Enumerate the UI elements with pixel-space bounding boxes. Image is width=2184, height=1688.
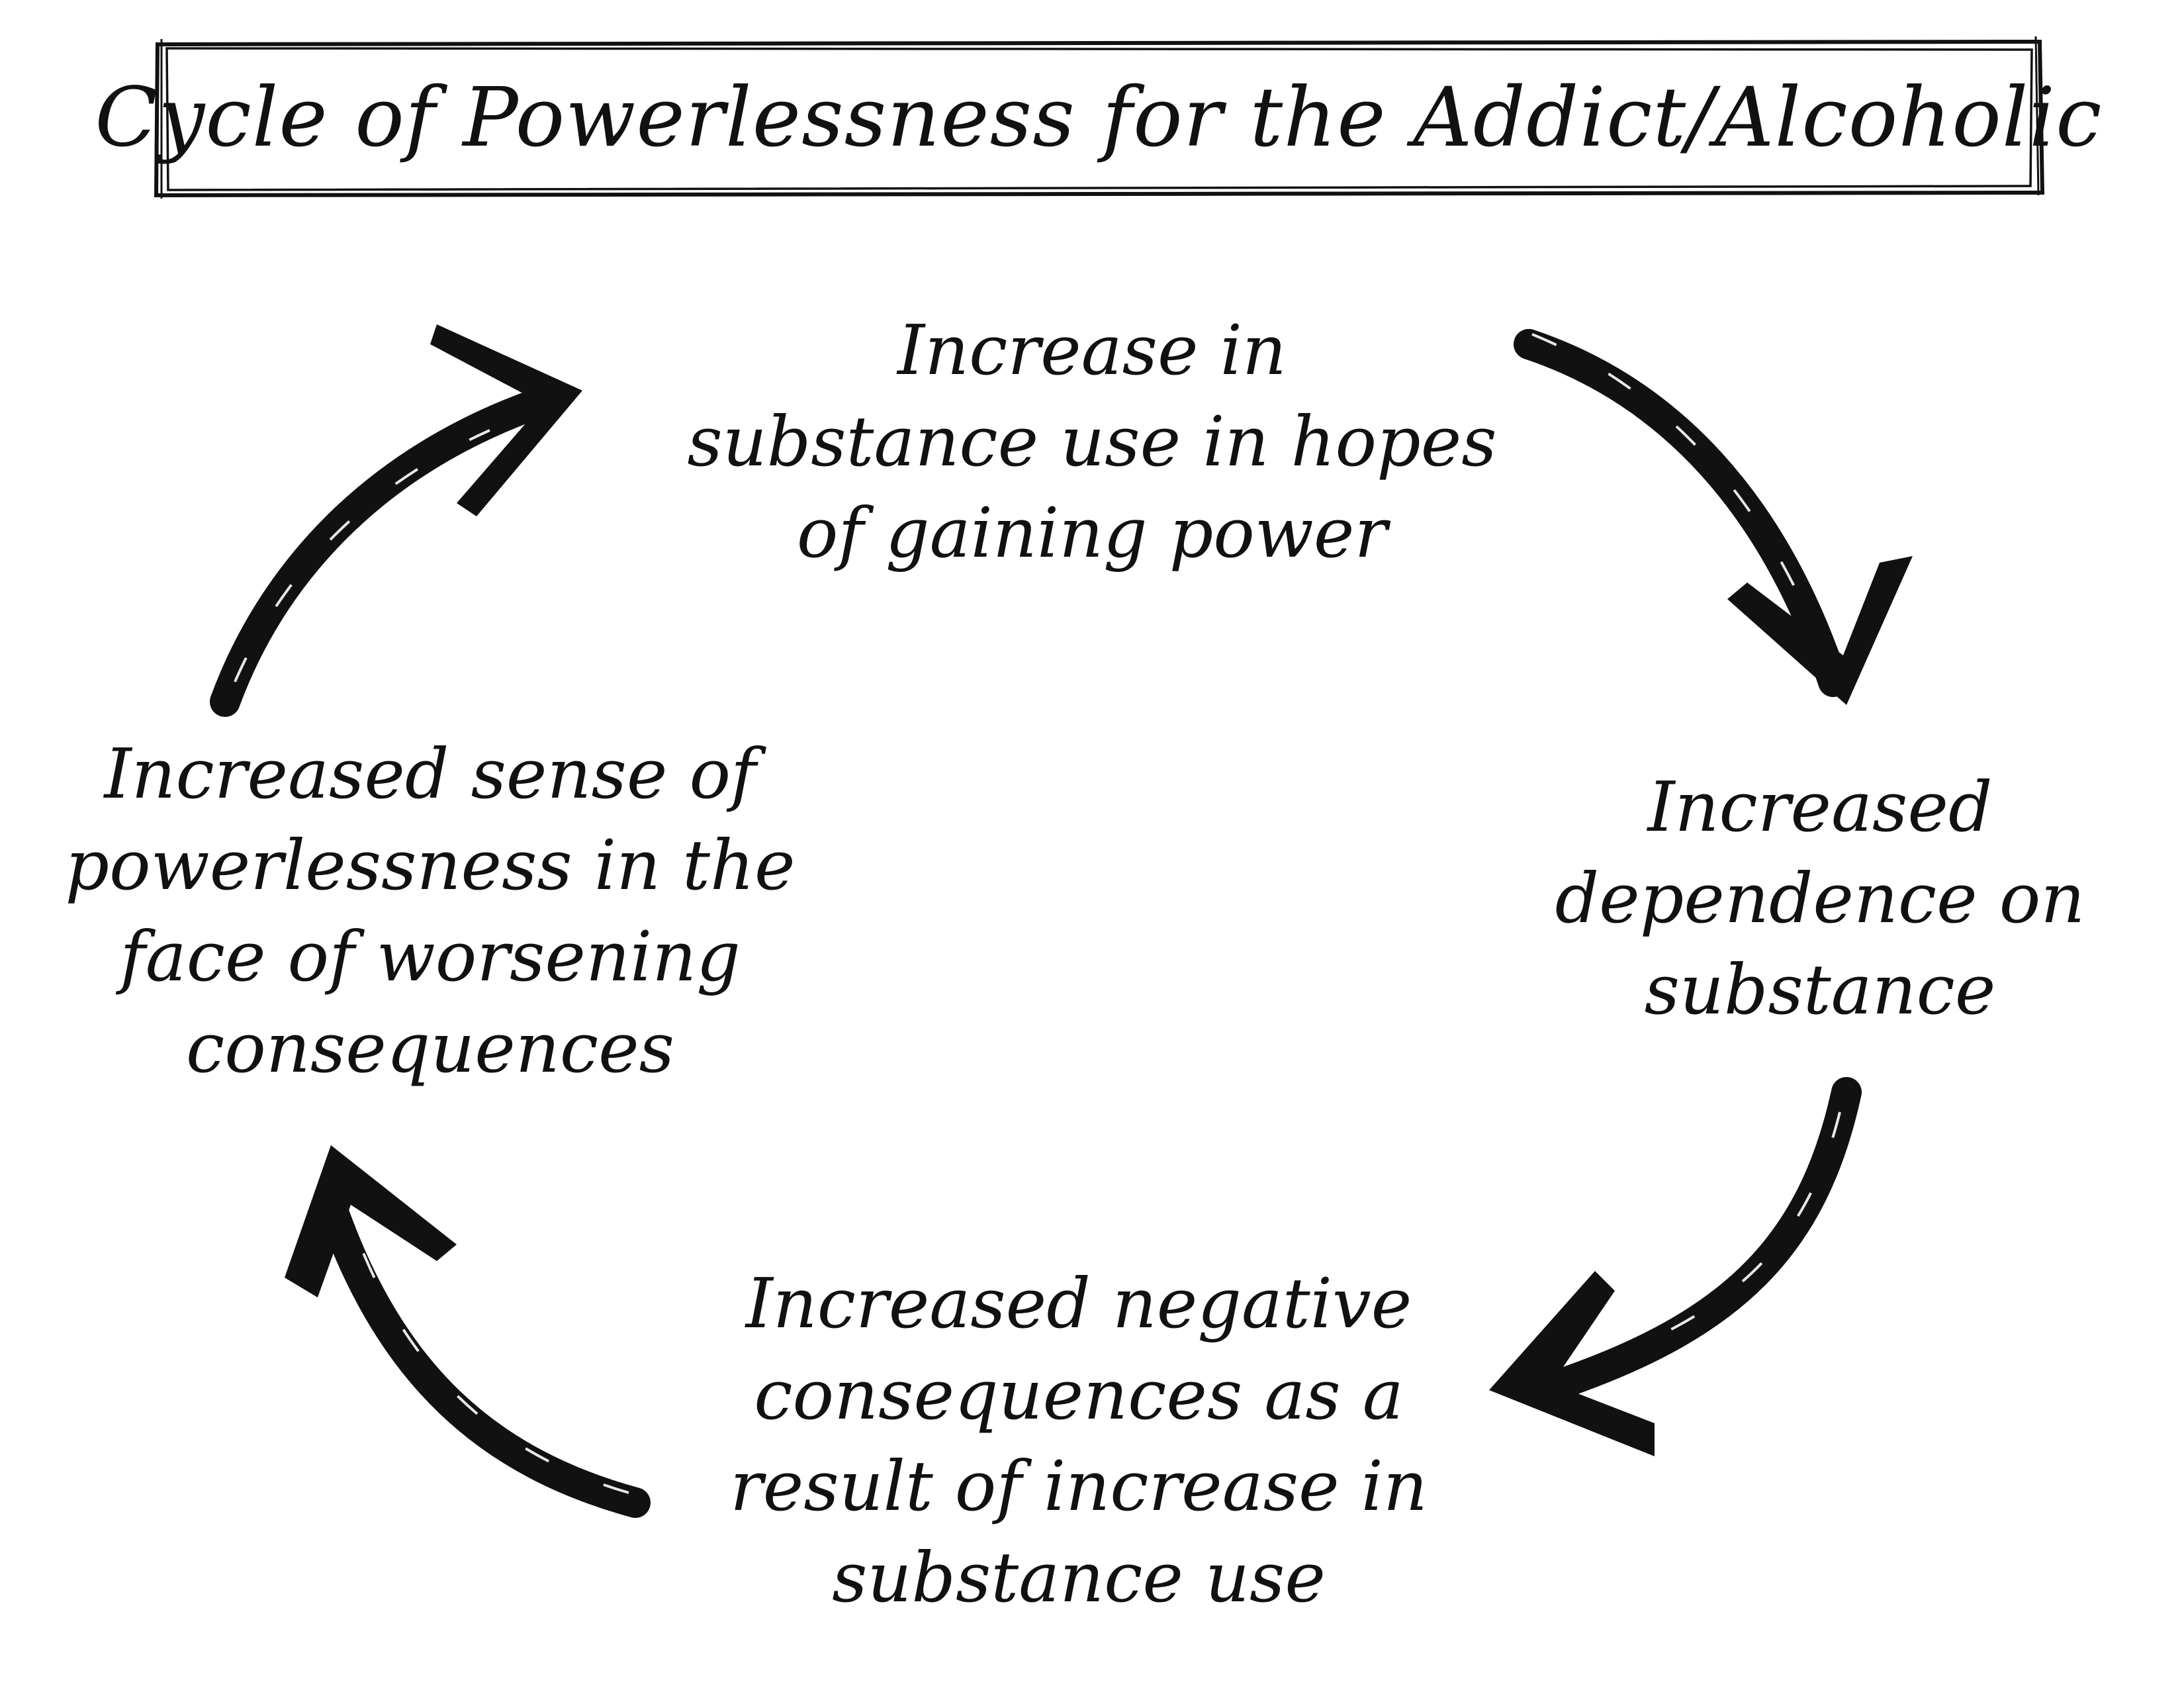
arrow-right-to-bottom <box>1489 1077 1862 1456</box>
node-right: Increased dependence on substance <box>1522 761 2118 1035</box>
node-top-line-3: of gaining power <box>796 492 1388 573</box>
node-left-line-4: consequences <box>185 1008 674 1088</box>
node-bottom-line-2: consequences as a <box>754 1354 1404 1435</box>
node-bottom-line-4: substance use <box>832 1537 1326 1618</box>
node-top-line-2: substance use in hopes <box>687 401 1497 482</box>
node-top-line-1: Increase in <box>897 310 1287 391</box>
node-bottom: Increased negative consequences as a res… <box>662 1258 1496 1623</box>
node-top: Increase in substance use in hopes of ga… <box>662 305 1522 579</box>
node-bottom-line-1: Increased negative <box>745 1263 1412 1344</box>
node-right-line-1: Increased <box>1647 767 1993 847</box>
title-frame: Cycle of Powerlessness for the Addict/Al… <box>95 36 2103 199</box>
node-left-line-2: powerlessness in the <box>65 825 796 906</box>
node-left-line-1: Increased sense of <box>104 733 756 814</box>
node-left-line-3: face of worsening <box>120 916 741 997</box>
title-border <box>154 36 2045 199</box>
arrow-bottom-to-left <box>285 1145 651 1518</box>
node-right-line-3: substance <box>1644 949 1996 1030</box>
diagram-title: Cycle of Powerlessness for the Addict/Al… <box>95 70 2103 165</box>
node-bottom-line-3: result of increase in <box>730 1446 1428 1526</box>
node-left: Increased sense of powerlessness in the … <box>60 728 801 1094</box>
node-right-line-2: dependence on <box>1555 858 2085 939</box>
arrow-left-to-top <box>210 324 582 717</box>
arrow-top-to-right <box>1514 329 1913 705</box>
